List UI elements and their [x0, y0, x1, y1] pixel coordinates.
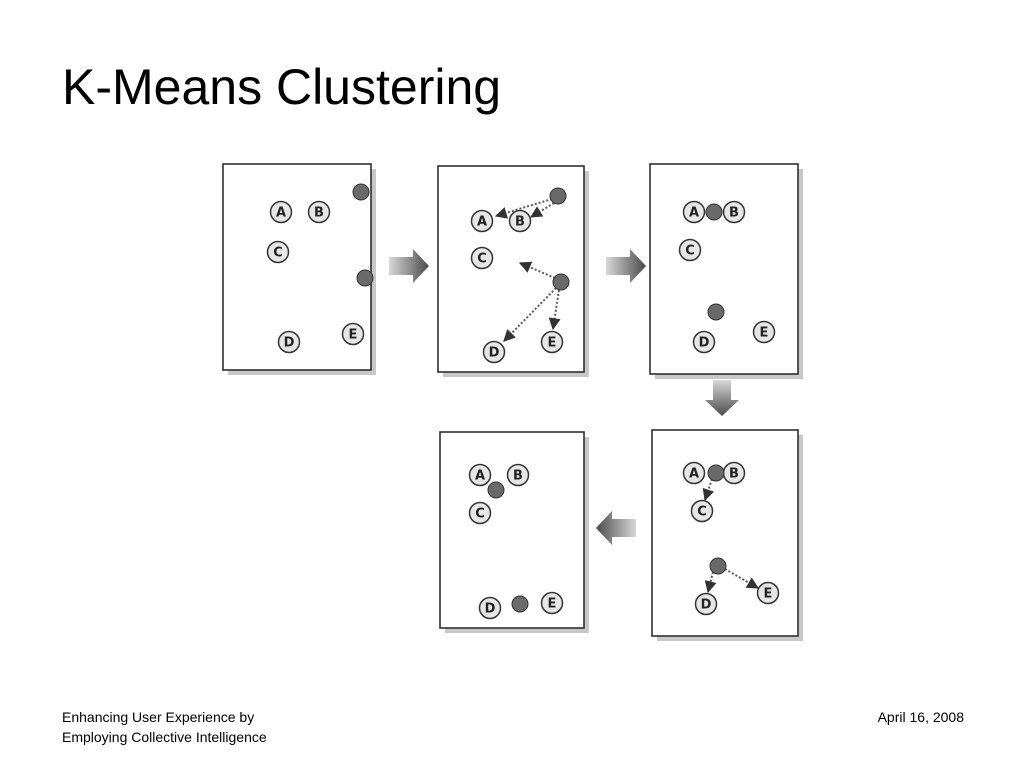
item-node-c: [266, 240, 290, 264]
item-node-b: [508, 209, 532, 233]
item-label-a: A: [276, 206, 286, 221]
item-node-b: [506, 463, 530, 487]
item-node-b: [307, 200, 331, 224]
item-label-d: D: [701, 598, 712, 613]
item-label-c: C: [475, 507, 485, 522]
centroid-dot: [552, 273, 570, 291]
panel-step-4: A B C D E: [651, 429, 803, 641]
item-label-c: C: [477, 252, 487, 267]
centroid-dot: [511, 595, 529, 613]
item-label-a: A: [689, 467, 699, 482]
item-label-b: B: [729, 206, 739, 221]
item-label-b: B: [729, 467, 739, 482]
item-label-e: E: [548, 336, 557, 351]
kmeans-diagram: A B C D E A B C D E A B C D E A B C D E A B C D E: [206, 150, 810, 650]
slide-title: K-Means Clustering: [62, 59, 502, 115]
item-label-d: D: [485, 602, 496, 617]
item-node-d: [277, 330, 301, 354]
panel-step-3: A B C D E: [649, 163, 803, 379]
item-node-e: [341, 322, 365, 346]
item-node-a: [269, 200, 293, 224]
item-node-d: [692, 330, 716, 354]
item-label-b: B: [314, 206, 324, 221]
item-node-c: [690, 499, 714, 523]
item-label-a: A: [477, 215, 487, 230]
panel-step-5: A B C D E: [439, 431, 589, 633]
item-label-d: D: [489, 346, 500, 361]
arrow-step3-to-step4: [705, 380, 739, 416]
centroid-dot: [707, 303, 725, 321]
footer-date: April 16, 2008: [877, 709, 964, 725]
centroid-dot: [709, 557, 727, 575]
assignment-arrow: [548, 289, 561, 331]
item-node-c: [468, 501, 492, 525]
kmeans-diagram-svg: A B C D E A B C D E A B C D E A B C D E A B C D E: [222, 163, 803, 641]
centroid-dot: [487, 481, 505, 499]
item-label-e: E: [760, 326, 769, 341]
item-label-e: E: [349, 328, 358, 343]
item-node-e: [756, 581, 780, 605]
item-label-b: B: [515, 215, 525, 230]
item-node-c: [470, 246, 494, 270]
assignment-arrow: [503, 287, 557, 342]
panel-step-2: A B C D E: [437, 165, 589, 377]
centroid-dot: [549, 187, 567, 205]
centroid-dot: [705, 203, 723, 221]
item-label-d: D: [284, 336, 295, 351]
arrow-step2-to-step3: [606, 249, 646, 283]
item-label-c: C: [273, 246, 283, 261]
item-node-d: [478, 596, 502, 620]
item-label-c: C: [697, 505, 707, 520]
arrow-step4-to-step5: [596, 511, 636, 545]
item-node-c: [678, 238, 702, 262]
item-node-a: [468, 463, 492, 487]
assignment-arrow: [529, 202, 555, 218]
item-node-a: [682, 461, 706, 485]
item-label-c: C: [685, 244, 695, 259]
item-node-e: [540, 591, 564, 615]
item-node-d: [694, 592, 718, 616]
footer-line-1: Enhancing User Experience by: [62, 709, 255, 725]
item-label-e: E: [764, 587, 773, 602]
item-label-b: B: [513, 469, 523, 484]
item-node-b: [722, 200, 746, 224]
assignment-arrow: [494, 198, 553, 219]
panel-step-1: A B C D E: [222, 163, 376, 375]
arrow-step1-to-step2: [389, 249, 429, 283]
item-node-e: [540, 330, 564, 354]
item-label-a: A: [689, 206, 699, 221]
item-node-a: [470, 209, 494, 233]
item-node-a: [682, 200, 706, 224]
footer-line-2: Employing Collective Intelligence: [62, 729, 267, 745]
item-label-a: A: [475, 469, 485, 484]
item-node-d: [482, 340, 506, 364]
centroid-dot: [707, 464, 725, 482]
item-label-e: E: [548, 597, 557, 612]
centroid-dot: [356, 269, 374, 287]
assignment-arrow: [704, 571, 717, 594]
item-node-e: [752, 320, 776, 344]
centroid-dot: [352, 183, 370, 201]
item-label-d: D: [699, 336, 710, 351]
footer-presentation-title: Enhancing User Experience by Employing C…: [62, 707, 267, 747]
